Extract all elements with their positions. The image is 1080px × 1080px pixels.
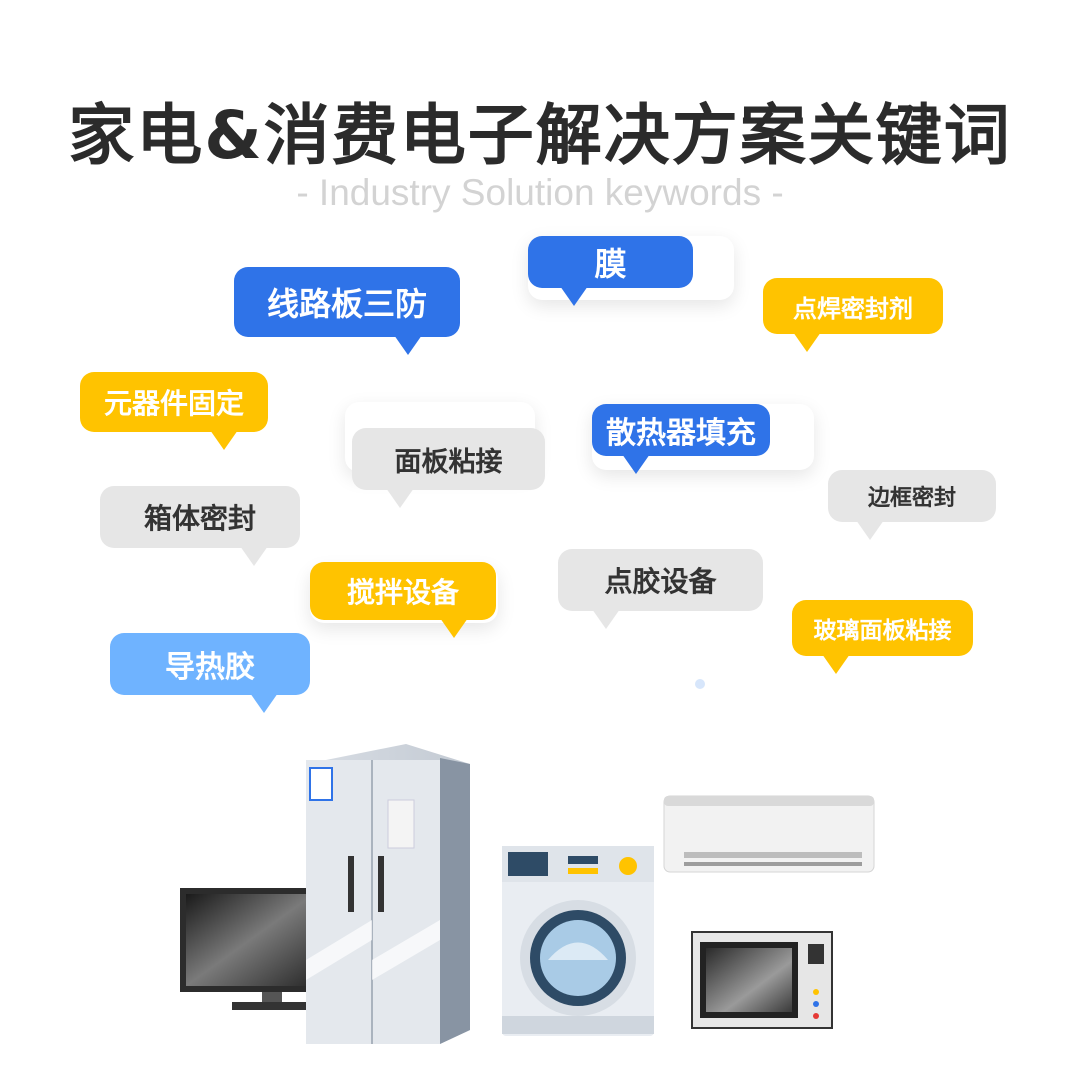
keyword-bubble: 搅拌设备 xyxy=(310,562,496,638)
keyword-label: 点胶设备 xyxy=(604,565,717,598)
bubble-tail xyxy=(240,546,268,566)
keyword-label: 面板粘接 xyxy=(394,446,503,478)
bubble-tail xyxy=(560,286,588,306)
bubble-tail xyxy=(856,520,884,540)
keyword-bubble: 边框密封 xyxy=(828,470,996,540)
refrigerator-icon xyxy=(306,744,470,1044)
keyword-bubble: 面板粘接 xyxy=(352,428,545,508)
bubble-tail xyxy=(440,618,468,638)
keyword-bubble: 散热器填充 xyxy=(592,404,770,474)
keyword-bubble: 线路板三防 xyxy=(234,267,460,355)
keyword-bubble: 元器件固定 xyxy=(80,372,268,450)
keyword-bubble: 点焊密封剂 xyxy=(763,278,943,352)
bubble-tail xyxy=(210,430,238,450)
keyword-label: 箱体密封 xyxy=(143,502,256,535)
bubble-tail xyxy=(250,693,278,713)
keyword-label: 散热器填充 xyxy=(606,416,756,451)
appliances-illustration xyxy=(180,744,875,1044)
decorative-dot xyxy=(695,679,705,689)
page-title: 家电&消费电子解决方案关键词 xyxy=(68,97,1012,174)
bubble-tail xyxy=(592,609,620,629)
keyword-label: 线路板三防 xyxy=(266,285,427,323)
keyword-bubble: 导热胶 xyxy=(110,633,310,713)
page-subtitle: - Industry Solution keywords - xyxy=(296,172,784,213)
keyword-label: 边框密封 xyxy=(867,486,956,511)
bubble-tail xyxy=(622,454,650,474)
keyword-bubble: 点胶设备 xyxy=(558,549,763,629)
keyword-label: 元器件固定 xyxy=(103,387,244,420)
bubble-tail xyxy=(793,332,821,352)
keyword-bubble: 玻璃面板粘接 xyxy=(792,600,973,674)
keyword-label: 导热胶 xyxy=(165,650,255,685)
microwave-icon xyxy=(691,931,833,1029)
keyword-bubble: 膜 xyxy=(528,236,693,306)
bubble-tail xyxy=(394,335,422,355)
keyword-bubble: 箱体密封 xyxy=(100,486,300,566)
bubble-tail xyxy=(822,654,850,674)
washing-machine-icon xyxy=(502,846,654,1036)
keyword-label: 膜 xyxy=(594,245,627,283)
keyword-label: 玻璃面板粘接 xyxy=(813,618,952,644)
keyword-label: 搅拌设备 xyxy=(346,576,459,609)
bubble-tail xyxy=(386,488,414,508)
keyword-label: 点焊密封剂 xyxy=(793,294,913,323)
tv-icon xyxy=(180,888,322,1010)
air-conditioner-icon xyxy=(663,795,875,873)
